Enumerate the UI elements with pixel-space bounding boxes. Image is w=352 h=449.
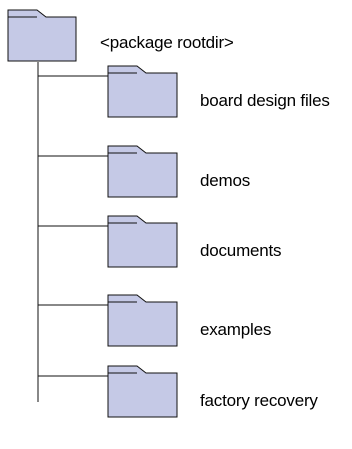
folder-label-board-design-files: board design files xyxy=(200,91,330,110)
child-folder-icon xyxy=(107,365,178,418)
folder-label-examples: examples xyxy=(200,320,272,339)
folder-icon xyxy=(107,215,178,268)
folder-icon xyxy=(107,365,178,418)
folder-icon xyxy=(7,9,77,62)
child-folder-icon xyxy=(107,65,178,118)
folder-icon xyxy=(107,145,178,198)
folder-icon xyxy=(107,294,178,347)
folder-label-documents: documents xyxy=(200,241,282,260)
child-folder-icon xyxy=(107,215,178,268)
child-rows xyxy=(38,65,178,418)
root-folder-label: <package rootdir> xyxy=(100,33,234,52)
child-folder-icon xyxy=(107,145,178,198)
folder-label-factory-recovery: factory recovery xyxy=(200,391,318,410)
child-folder-icon xyxy=(107,294,178,347)
folder-icon xyxy=(107,65,178,118)
folder-label-demos: demos xyxy=(200,171,251,190)
root-folder-icon xyxy=(7,9,77,62)
